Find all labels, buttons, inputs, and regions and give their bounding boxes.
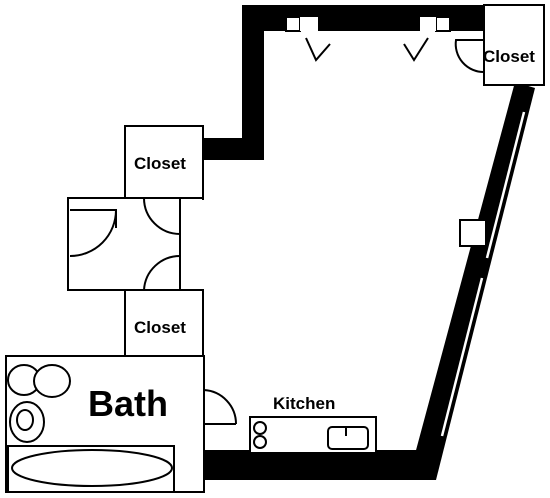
window-lower [440, 277, 484, 437]
toilet-icon [7, 364, 71, 398]
bathtub-icon [7, 445, 175, 493]
kitchen-label: Kitchen [273, 394, 335, 413]
bath-door-swing [203, 389, 238, 425]
closet-lower-left [124, 289, 204, 357]
top-window-gap-left [300, 17, 318, 31]
windows [440, 111, 526, 437]
bath-label: Bath [88, 383, 168, 424]
top-window-left [285, 16, 301, 32]
closet-top-right-label: Closet [483, 47, 535, 66]
top-door-swings [305, 37, 429, 62]
upper-closet-door-swing [143, 197, 181, 235]
bottom-wall [200, 450, 435, 480]
exterior-walls [200, 5, 535, 480]
stove-icon [253, 421, 267, 449]
top-window-right [435, 16, 451, 32]
closet-top-right [454, 4, 545, 86]
window-upper [485, 111, 526, 259]
step-wall [200, 138, 264, 160]
closet-upper-left-label: Closet [134, 154, 186, 173]
upper-left-wall [242, 5, 264, 160]
closet-lower-left-label: Closet [134, 318, 186, 337]
top-wall [242, 5, 490, 31]
lower-closet-door-swing [143, 254, 181, 291]
kitchen-sink-icon [327, 426, 369, 450]
right-slanted-wall [408, 82, 535, 480]
top-window-gap-right [420, 17, 436, 31]
column [459, 219, 487, 247]
entry-hall [67, 197, 181, 291]
sink-icon [9, 401, 45, 443]
